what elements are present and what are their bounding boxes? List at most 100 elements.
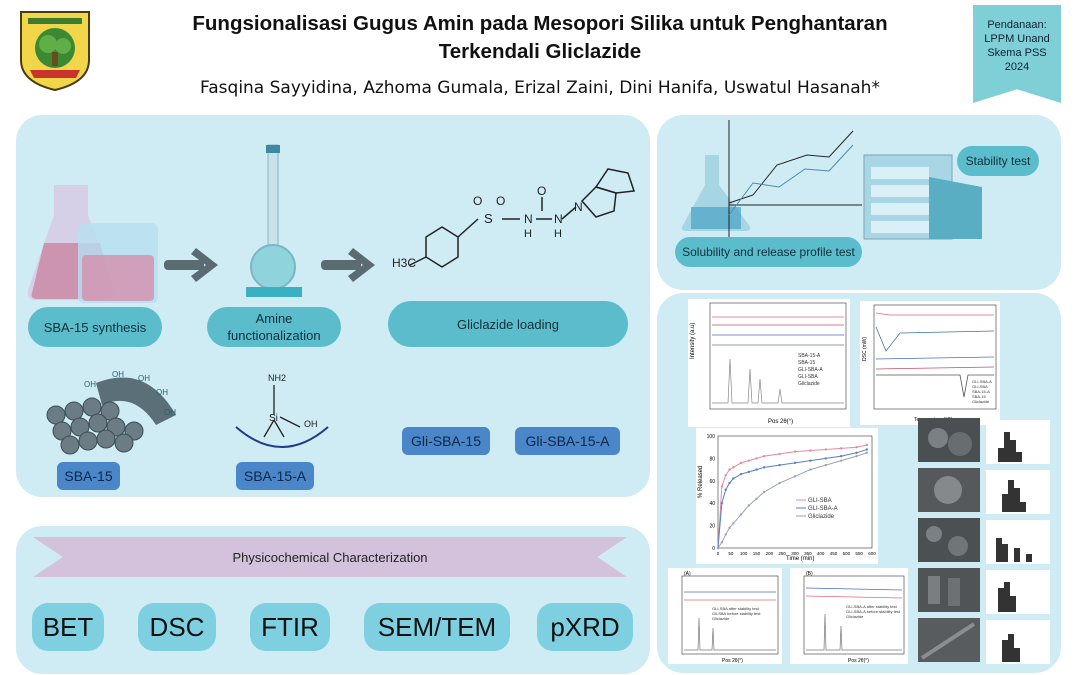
release-ytick-label: 100 bbox=[707, 434, 716, 440]
svg-text:OH: OH bbox=[156, 388, 168, 397]
poster-title: Fungsionalisasi Gugus Amin pada Mesopori… bbox=[140, 10, 940, 66]
release-plot-frame bbox=[717, 435, 873, 549]
release-xtick-label: 50 bbox=[728, 551, 734, 556]
svg-text:Gli-SBA before stability test: Gli-SBA before stability test bbox=[712, 611, 761, 616]
svg-text:Intensity (a.u): Intensity (a.u) bbox=[690, 323, 696, 359]
sem-images-and-histograms bbox=[918, 418, 1050, 664]
arrow-icon-1 bbox=[164, 248, 218, 282]
svg-text:GLI-SBA-A before stability tes: GLI-SBA-A before stability test bbox=[846, 609, 901, 614]
release-data-point bbox=[824, 448, 827, 451]
step2-line2: functionalization bbox=[227, 328, 321, 343]
tag-sba15: SBA-15 bbox=[57, 462, 120, 490]
method-pxrd: pXRD bbox=[537, 603, 633, 651]
svg-text:H: H bbox=[524, 228, 532, 240]
svg-text:GLI-SBA after stability test: GLI-SBA after stability test bbox=[712, 606, 760, 611]
release-data-point bbox=[724, 474, 727, 477]
release-data-point bbox=[728, 468, 731, 471]
release-data-point bbox=[732, 477, 735, 480]
university-logo bbox=[18, 8, 92, 92]
release-data-point bbox=[778, 463, 781, 467]
release-data-point bbox=[778, 452, 781, 456]
release-data-point bbox=[728, 526, 731, 530]
histogram-4 bbox=[986, 570, 1050, 614]
release-data-point bbox=[720, 541, 724, 544]
svg-text:Gliclazide: Gliclazide bbox=[846, 614, 864, 619]
step-sba15-synthesis: SBA-15 synthesis bbox=[28, 307, 162, 347]
histogram-3 bbox=[986, 520, 1050, 564]
svg-text:GLI-SBA-A: GLI-SBA-A bbox=[798, 367, 823, 373]
release-data-point bbox=[855, 446, 858, 449]
beaker-illustration bbox=[27, 185, 158, 303]
svg-text:Gliclazide: Gliclazide bbox=[972, 399, 990, 404]
histogram-5 bbox=[986, 620, 1050, 664]
svg-text:N: N bbox=[554, 212, 563, 226]
release-data-point bbox=[763, 490, 766, 494]
release-data-point bbox=[755, 468, 758, 471]
erlenmeyer-flask-illustration bbox=[681, 155, 751, 231]
release-data-point bbox=[720, 502, 724, 505]
tests-illustration bbox=[681, 120, 982, 240]
release-data-point bbox=[809, 468, 812, 471]
release-xtick-label: 250 bbox=[778, 551, 786, 556]
method-ftir: FTIR bbox=[250, 603, 330, 651]
svg-text:SBA-15-A: SBA-15-A bbox=[798, 353, 821, 359]
release-ytick-label: 20 bbox=[709, 524, 715, 530]
svg-text:OH: OH bbox=[84, 380, 96, 389]
method-bet: BET bbox=[32, 603, 104, 651]
xrd-chart: Intensity (a.u) Pos 2θ(°) SBA-15-A SBA-1… bbox=[688, 299, 850, 427]
svg-text:N: N bbox=[524, 212, 533, 226]
release-xtick-label: 200 bbox=[766, 551, 774, 556]
release-data-point bbox=[747, 459, 750, 462]
release-data-point bbox=[755, 457, 758, 460]
release-data-point bbox=[865, 448, 869, 451]
characterization-title: Physicochemical Characterization bbox=[33, 537, 627, 577]
release-ytick-label: 80 bbox=[709, 456, 715, 462]
mesoporous-rods-illustration bbox=[46, 377, 176, 455]
funding-line-4: 2024 bbox=[1004, 61, 1030, 73]
svg-text:GLI-SBA: GLI-SBA bbox=[798, 374, 818, 380]
release-xtick-label: 600 bbox=[868, 551, 876, 556]
release-data-point bbox=[855, 451, 858, 454]
histogram-1 bbox=[986, 420, 1050, 464]
svg-text:OH: OH bbox=[138, 374, 150, 383]
release-data-point bbox=[824, 457, 827, 460]
title-line-1: Fungsionalisasi Gugus Amin pada Mesopori… bbox=[192, 12, 888, 35]
solubility-test-label: Solubility and release profile test bbox=[675, 237, 862, 267]
round-flask-illustration bbox=[246, 144, 302, 297]
stability-xrd-b-chart: (B) GLI-SBA-A after stability test GLI-S… bbox=[790, 568, 908, 664]
release-data-point bbox=[840, 447, 843, 450]
svg-text:O: O bbox=[496, 194, 505, 208]
svg-text:GLI-SBA: GLI-SBA bbox=[972, 384, 988, 389]
svg-text:OH: OH bbox=[304, 419, 318, 429]
release-data-point bbox=[732, 522, 735, 525]
sem-image-5 bbox=[918, 618, 980, 662]
release-data-point bbox=[720, 485, 724, 488]
release-data-point bbox=[809, 459, 812, 462]
release-data-point bbox=[793, 475, 797, 478]
svg-text:Si: Si bbox=[269, 413, 278, 424]
release-data-point bbox=[763, 466, 766, 469]
release-xtick-label: 300 bbox=[791, 551, 799, 556]
svg-text:Pos 2θ(°): Pos 2θ(°) bbox=[768, 419, 793, 425]
sem-image-3 bbox=[918, 518, 980, 562]
funding-line-3: Skema PSS bbox=[987, 47, 1047, 59]
title-line-2: Terkendali Gliclazide bbox=[438, 40, 642, 63]
release-data-point bbox=[793, 450, 797, 453]
release-legend-1: GLI-SBA-A bbox=[808, 506, 838, 512]
release-line-chart-icon bbox=[728, 120, 862, 240]
release-data-point bbox=[739, 461, 743, 465]
arrow-icon-2 bbox=[321, 248, 375, 282]
release-series-line bbox=[717, 444, 867, 549]
gliclazide-structure bbox=[409, 168, 636, 268]
release-xtick-label: 150 bbox=[753, 551, 761, 556]
svg-text:Gliclazide: Gliclazide bbox=[798, 381, 820, 387]
release-data-point bbox=[793, 461, 797, 465]
svg-text:OH: OH bbox=[164, 408, 176, 417]
release-data-point bbox=[840, 459, 843, 462]
release-ytick-label: 0 bbox=[712, 546, 715, 552]
svg-text:H: H bbox=[554, 228, 562, 240]
release-data-point bbox=[824, 463, 827, 467]
step-gliclazide-loading: Gliclazide loading bbox=[388, 301, 628, 347]
stability-test-label: Stability test bbox=[957, 146, 1039, 176]
